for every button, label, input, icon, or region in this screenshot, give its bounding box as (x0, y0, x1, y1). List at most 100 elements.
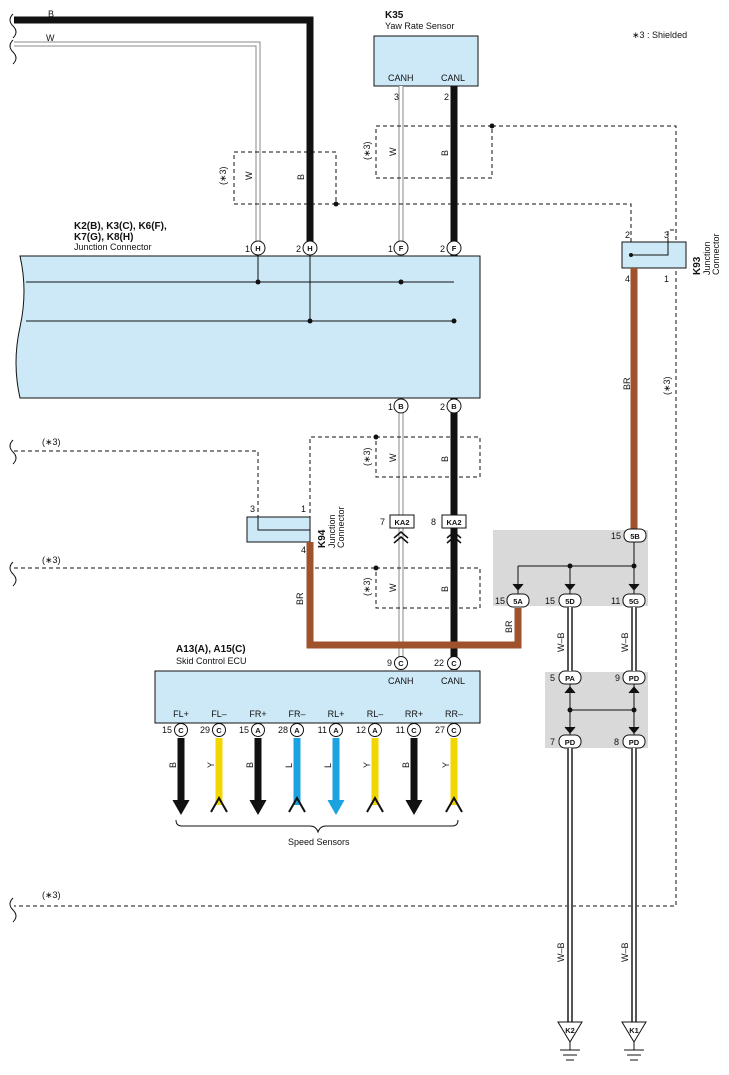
svg-text:2: 2 (440, 402, 445, 412)
k94-pin3: 3 (250, 504, 255, 514)
ecu-wire-color-8: Y (441, 762, 451, 768)
connector-5d: 5D 15 (545, 593, 582, 608)
svg-text:7: 7 (380, 517, 385, 527)
ecu-pin-label-3: FR+ (249, 709, 266, 719)
wire-label-wb-2: W–B (620, 632, 630, 652)
connector-h2: H 2 (296, 240, 318, 256)
speed-sensor-brace (175, 819, 459, 834)
arrow-down-icon (327, 799, 345, 816)
ecu-wire-color-4: L (284, 763, 294, 768)
speed-sensors-label: Speed Sensors (288, 837, 350, 847)
shield-mark-right: (∗3) (662, 376, 672, 395)
svg-text:5D: 5D (565, 597, 575, 606)
ground-k2: K2 (557, 1021, 583, 1061)
shield-mark-left3: (∗3) (42, 890, 61, 900)
junction-main-box (15, 255, 481, 399)
shield-w-4: W (388, 583, 398, 592)
ecu-pin-label-7: RR+ (405, 709, 423, 719)
ecu-pin-label-8: RR– (445, 709, 463, 719)
wire-label-br-5a: BR (504, 620, 514, 633)
ecu-pin-label-2: FL– (211, 709, 227, 719)
shield-drain-right (14, 125, 677, 907)
svg-text:B: B (398, 402, 404, 411)
connector-pd-8: PD 8 (614, 734, 646, 749)
arrow-down-icon (405, 799, 423, 816)
connector-5g: 5G 11 (611, 593, 646, 608)
ecu-pin-conn-letter-2: C (216, 726, 222, 735)
break-mark (9, 13, 17, 65)
ecu-pin-num-8: 27 (435, 725, 445, 735)
connector-5b: 5B 15 (611, 528, 647, 543)
wire-w-top (14, 41, 261, 245)
svg-text:PA: PA (565, 674, 575, 683)
svg-text:F: F (399, 244, 404, 253)
shield-b-2: B (440, 150, 450, 156)
svg-text:11: 11 (611, 596, 620, 606)
wire-wb (567, 607, 637, 1022)
ecu-pin-conn-letter-8: C (451, 726, 457, 735)
junction-main-line1: K2(B), K3(C), K6(F), (74, 221, 167, 232)
ecu-box (154, 670, 481, 724)
svg-text:9: 9 (615, 673, 620, 683)
connector-f2: F 2 (440, 240, 462, 256)
shield-box-4 (375, 567, 481, 609)
shield-mark-left2: (∗3) (42, 555, 61, 565)
k93-pin2: 2 (625, 230, 630, 240)
ecu-pin-conn-letter-4: A (294, 726, 300, 735)
ecu-wire-color-3: B (245, 762, 255, 768)
ecu-name: Skid Control ECU (176, 656, 247, 666)
k93-pin4: 4 (625, 274, 630, 284)
wire-label-wb-3: W–B (556, 942, 566, 962)
svg-text:KA2: KA2 (394, 518, 409, 527)
ecu-pin-conn-letter-6: A (372, 726, 378, 735)
ecu-canh: CANH (388, 676, 414, 686)
wire-label-br-k93: BR (622, 377, 632, 390)
ecu-wire-color-5: L (323, 763, 333, 768)
arrow-up-icon (445, 795, 463, 813)
ground-k1: K1 (621, 1021, 647, 1061)
shield-box-1 (233, 151, 337, 205)
k94-id: K94 (317, 529, 328, 548)
svg-text:1: 1 (245, 244, 250, 254)
svg-text:PD: PD (629, 738, 640, 747)
shield-w-1: W (244, 171, 254, 180)
k93-pin1: 1 (664, 274, 669, 284)
connector-c22: C 22 (434, 656, 461, 670)
ecu-pin-label-5: RL+ (328, 709, 345, 719)
shield-b-3: B (440, 456, 450, 462)
svg-text:5G: 5G (629, 597, 639, 606)
svg-text:PD: PD (565, 738, 576, 747)
ecu-pin-connector-8 (447, 723, 461, 737)
k94-line1: Junction (327, 514, 337, 548)
ecu-wire-color-6: Y (362, 762, 372, 768)
connector-ka2-7: KA2 7 (380, 514, 415, 544)
ecu-pin-conn-letter-1: C (178, 726, 184, 735)
k35-canl: CANL (441, 73, 465, 83)
shield-mark-3: (∗3) (362, 447, 372, 466)
arrow-up-icon (210, 795, 228, 813)
shield-drain-k93 (336, 203, 632, 243)
ecu-pin-num-1: 15 (162, 725, 172, 735)
svg-text:15: 15 (495, 596, 505, 606)
junction-main-name: Junction Connector (74, 242, 152, 252)
shield-mark-1: (∗3) (218, 166, 228, 185)
arrow-up-icon (366, 795, 384, 813)
k35-name: Yaw Rate Sensor (385, 21, 454, 31)
ecu-pin-connector-7 (407, 723, 421, 737)
connector-c9: C 9 (387, 656, 408, 670)
k35-id: K35 (385, 10, 404, 21)
ecu-pin-conn-letter-5: A (333, 726, 339, 735)
connector-5a: 5A 15 (495, 593, 530, 608)
ecu-pin-connector-5 (329, 723, 343, 737)
svg-text:H: H (307, 244, 312, 253)
svg-text:1: 1 (388, 244, 393, 254)
arrow-down-icon (172, 799, 190, 816)
k94-pin1: 1 (301, 504, 306, 514)
svg-text:1: 1 (388, 402, 393, 412)
connector-b2: B 2 (440, 398, 462, 414)
connector-ka2-8: KA2 8 (431, 514, 467, 544)
ecu-pin-num-7: 11 (396, 725, 405, 735)
ecu-pin-conn-letter-7: C (411, 726, 417, 735)
svg-text:K1: K1 (629, 1026, 639, 1035)
